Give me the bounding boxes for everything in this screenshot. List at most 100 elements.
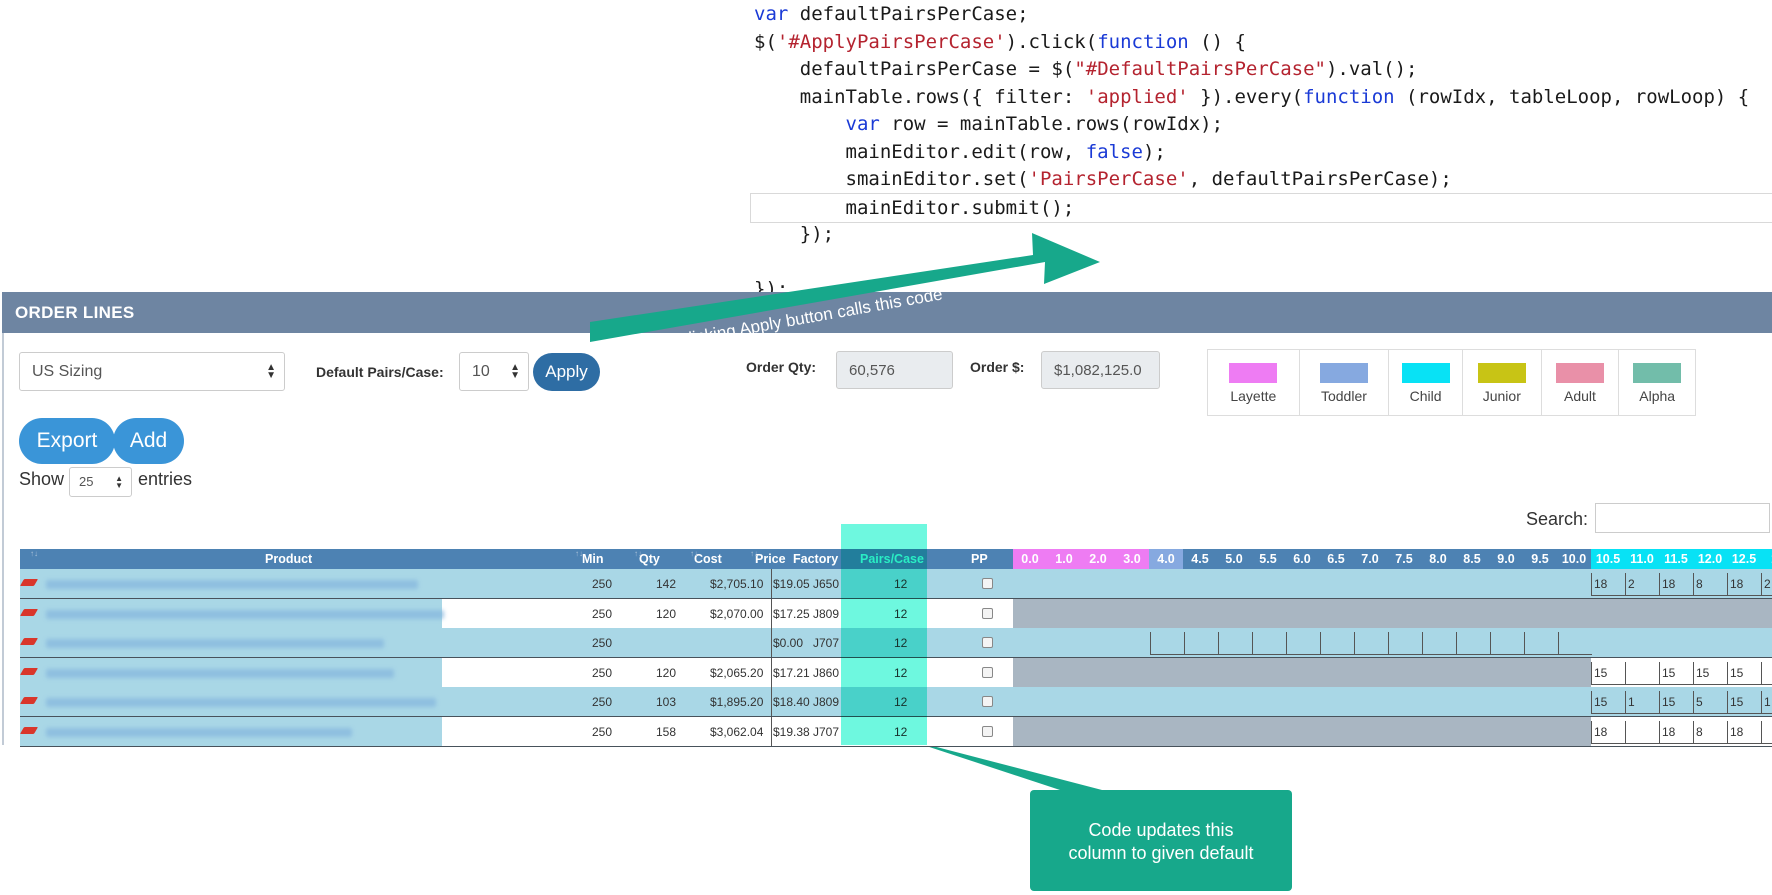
size-qty-cell[interactable]: 18 (1727, 573, 1761, 596)
size-qty-cell[interactable]: 18 (1659, 721, 1693, 744)
size-column-header[interactable]: 6.5 (1327, 552, 1345, 566)
size-qty-cell[interactable] (1761, 721, 1772, 744)
size-qty-cell[interactable]: 18 (1727, 721, 1761, 744)
size-column-header[interactable]: 4.5 (1191, 552, 1209, 566)
size-input-cell[interactable] (1218, 632, 1252, 656)
size-qty-cell[interactable]: 8 (1693, 721, 1727, 744)
pp-checkbox[interactable] (982, 637, 993, 649)
size-qty-cell[interactable]: 15 (1591, 691, 1625, 715)
size-column-header[interactable]: 5.5 (1259, 552, 1277, 566)
size-input-cell[interactable] (1456, 632, 1490, 656)
size-column-header[interactable]: 12.0 (1693, 549, 1727, 569)
sort-arrows-icon[interactable]: ↑↓ (30, 549, 38, 558)
size-qty-cell[interactable]: 18 (1591, 573, 1625, 596)
size-column-header[interactable]: 4.0 (1149, 549, 1183, 569)
size-column-header[interactable]: 5.0 (1225, 552, 1243, 566)
pp-checkbox[interactable] (982, 666, 993, 678)
size-qty-cell[interactable]: 15 (1727, 691, 1761, 715)
legend-item-layette: Layette (1208, 350, 1300, 415)
column-header-qty[interactable]: Qty (639, 552, 660, 566)
sort-arrows-icon[interactable]: ↑↓ (634, 549, 642, 558)
cell-cost: $2,070.00 (710, 606, 764, 621)
size-column-header[interactable]: 11.0 (1625, 549, 1659, 569)
column-header-pp[interactable]: PP (971, 552, 988, 566)
size-column-header[interactable]: 6.0 (1293, 552, 1311, 566)
size-input-cell[interactable] (1252, 632, 1286, 656)
size-input-cell[interactable] (1558, 632, 1592, 656)
size-qty-cell[interactable]: 15 (1727, 661, 1761, 685)
size-column-header[interactable]: 3.0 (1115, 549, 1149, 569)
panel-title: ORDER LINES (15, 303, 135, 322)
cell-price: $17.25 (773, 606, 810, 621)
code-token: ).click( (1005, 30, 1098, 53)
size-qty-cell[interactable]: 2 (1625, 573, 1659, 596)
pp-checkbox[interactable] (982, 578, 993, 589)
size-column-header[interactable]: 2.0 (1081, 549, 1115, 569)
search-input[interactable] (1595, 503, 1770, 533)
code-token: var (754, 3, 789, 25)
size-column-header[interactable]: 7.0 (1361, 552, 1379, 566)
size-input-cell[interactable] (1354, 632, 1388, 656)
size-qty-cell[interactable] (1625, 721, 1659, 744)
pp-checkbox[interactable] (982, 696, 993, 708)
size-column-header[interactable]: 9.0 (1497, 552, 1515, 566)
pp-checkbox[interactable] (982, 726, 993, 737)
size-qty-cell[interactable]: 8 (1693, 573, 1727, 596)
size-column-header[interactable]: 13 (1761, 549, 1772, 569)
size-input-cell[interactable] (1422, 632, 1456, 656)
legend-swatch (1229, 363, 1278, 383)
size-column-header[interactable]: 10.5 (1591, 549, 1625, 569)
size-qty-cell[interactable] (1625, 661, 1659, 685)
size-input-cell[interactable] (1524, 632, 1558, 656)
size-column-header[interactable]: 1.0 (1047, 549, 1081, 569)
size-input-cell[interactable] (1490, 632, 1524, 656)
size-column-header[interactable]: 8.5 (1463, 552, 1481, 566)
cell-factory: J860 (813, 665, 840, 680)
export-button[interactable]: Export (19, 418, 115, 464)
sizing-select[interactable]: US Sizing ▲▼ (19, 352, 285, 391)
size-column-header[interactable]: 9.5 (1531, 552, 1549, 566)
column-header-price[interactable]: Price (755, 552, 786, 566)
size-qty-cell[interactable]: 15 (1591, 661, 1625, 685)
size-column-header[interactable]: 10.0 (1561, 552, 1587, 566)
column-header-cost[interactable]: Cost (694, 552, 722, 566)
sort-arrows-icon[interactable]: ↑↓ (750, 549, 758, 558)
code-line: mainTable.rows({ filter: 'applied' }).ev… (754, 83, 1749, 111)
size-column-header[interactable]: 11.5 (1659, 549, 1693, 569)
size-qty-cell[interactable]: 5 (1693, 691, 1727, 715)
column-header-product[interactable]: Product (265, 552, 313, 566)
size-column-header[interactable]: 8.0 (1429, 552, 1447, 566)
size-qty-cell[interactable]: 2 (1761, 573, 1772, 596)
price-factory-divider (771, 628, 772, 659)
size-column-header[interactable]: 0.0 (1013, 549, 1047, 569)
size-input-cell[interactable] (1320, 632, 1354, 656)
column-header-min[interactable]: Min (582, 552, 604, 566)
size-qty-cell[interactable]: 1 (1625, 691, 1659, 715)
cell-min: 250 (592, 606, 613, 621)
pp-checkbox[interactable] (982, 607, 993, 619)
size-qty-cell[interactable]: 18 (1659, 573, 1693, 596)
size-column-header[interactable]: 7.5 (1395, 552, 1413, 566)
sort-arrows-icon[interactable]: ↑↓ (575, 549, 583, 558)
size-input-cell[interactable] (1184, 632, 1218, 656)
size-input-cell[interactable] (1286, 632, 1320, 656)
sort-arrows-icon[interactable]: ↑↓ (690, 549, 698, 558)
size-qty-cell[interactable]: 15 (1659, 661, 1693, 685)
size-qty-cell[interactable]: 18 (1591, 721, 1625, 744)
size-qty-cell[interactable]: 1 (1761, 691, 1772, 715)
size-column-header[interactable]: 12.5 (1727, 549, 1761, 569)
code-token: mainEditor.edit(row, (845, 140, 1086, 163)
size-qty-cell[interactable]: 15 (1693, 661, 1727, 685)
add-button[interactable]: Add (113, 418, 184, 464)
size-input-cell[interactable] (1150, 632, 1184, 656)
legend-item-junior: Junior (1463, 350, 1542, 415)
page-length-select[interactable]: 25 ▲▼ (69, 467, 132, 497)
size-qty-cell[interactable] (1761, 661, 1772, 685)
size-input-cell[interactable] (1388, 632, 1422, 656)
column-header-factory[interactable]: Factory (793, 552, 839, 566)
apply-button[interactable]: Apply (533, 353, 600, 391)
size-qty-cell[interactable]: 15 (1659, 691, 1693, 715)
default-pairs-select[interactable]: 10 ▲▼ (459, 352, 529, 391)
